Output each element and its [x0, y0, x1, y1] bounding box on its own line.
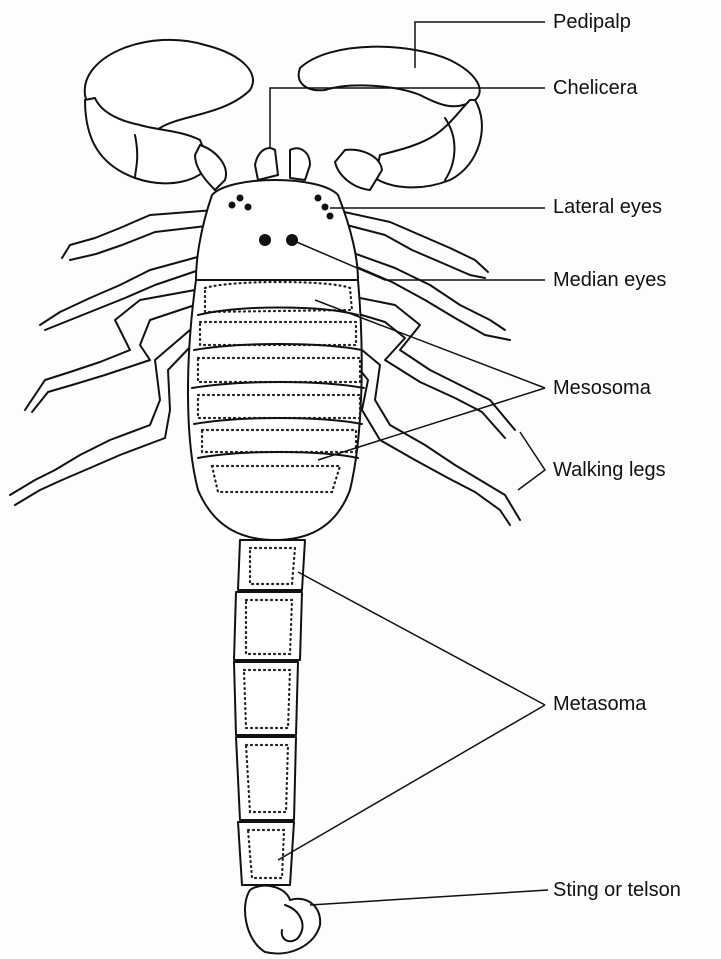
label-pedipalp: Pedipalp: [553, 12, 631, 32]
label-chelicera: Chelicera: [553, 78, 637, 98]
mesosoma-body: [188, 280, 364, 540]
pedipalp-right: [299, 47, 482, 190]
label-sting-or-telson: Sting or telson: [553, 880, 681, 900]
walking-legs-left: [10, 210, 215, 505]
prosoma: [196, 180, 358, 280]
metasoma-tail: [234, 540, 305, 885]
label-walking-legs: Walking legs: [553, 460, 666, 480]
label-median-eyes: Median eyes: [553, 270, 666, 290]
telson-sting: [245, 886, 320, 954]
chelicera-shape: [255, 148, 310, 180]
label-lateral-eyes: Lateral eyes: [553, 197, 662, 217]
pedipalp-left: [85, 40, 253, 190]
label-mesosoma: Mesosoma: [553, 378, 651, 398]
label-metasoma: Metasoma: [553, 694, 646, 714]
